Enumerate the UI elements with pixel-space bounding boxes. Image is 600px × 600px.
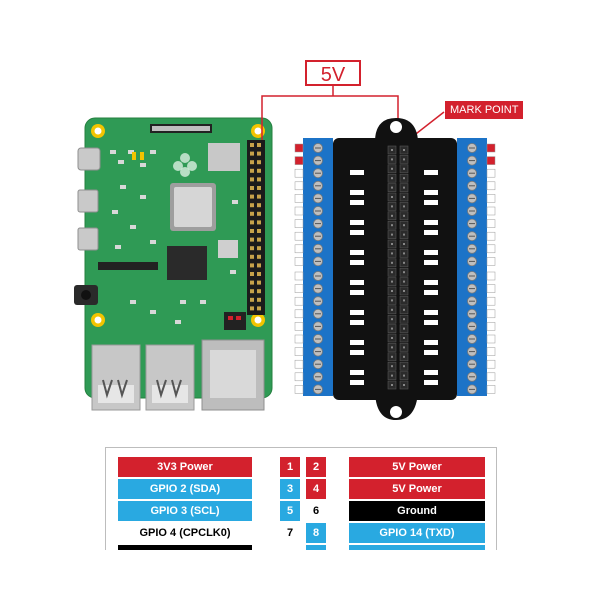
right-terminal-block (457, 138, 496, 396)
pin-name-right: 5V Power (349, 479, 485, 499)
pin-number-left: 5 (280, 501, 300, 521)
wifi-chip (218, 240, 238, 258)
gpio-header (247, 140, 265, 315)
pin-name-left: GPIO 4 (CPCLK0) (118, 523, 252, 543)
pin-number-right: 8 (306, 523, 326, 543)
pin-name-left: GPIO 3 (SCL) (118, 501, 252, 521)
silkscreen-labels (350, 170, 438, 385)
pin-name-left: 3V3 Power (118, 457, 252, 477)
usb-port (91, 344, 141, 411)
pin-number-right: 4 (306, 479, 326, 499)
pin-number-left: 7 (280, 523, 300, 543)
pin-number-right: 6 (306, 501, 326, 521)
pin-number-left: 1 (280, 457, 300, 477)
raspberry-pi-board (74, 117, 273, 411)
ethernet-port (201, 339, 265, 411)
pin-number-right: 10 (306, 545, 326, 550)
pmic-chip (224, 312, 246, 330)
terminal-breakout-board (294, 118, 496, 420)
usb-controller-chip (167, 246, 207, 280)
mounting-hole (390, 121, 402, 133)
pin-name-right: 5V Power (349, 457, 485, 477)
raspberry-logo (173, 153, 197, 177)
ram-chip (208, 143, 240, 171)
pin-name-right: GPIO 14 (TXD) (349, 523, 485, 543)
pin-name-left: GPIO 2 (SDA) (118, 479, 252, 499)
pin-table-row: Ground 9 10 GPIO 15 (RXD) (106, 545, 496, 550)
pin-number-left: 3 (280, 479, 300, 499)
mark-point-label: MARK POINT (445, 101, 524, 119)
power-label: 5V (305, 60, 361, 86)
pin-name-right: Ground (349, 501, 485, 521)
smd-components (110, 150, 238, 324)
pin-number-left: 9 (280, 545, 300, 550)
pin-name-left: Ground (118, 545, 252, 550)
mounting-hole (390, 406, 402, 418)
micro-hdmi-port (77, 189, 99, 213)
camera-connector (98, 262, 158, 270)
female-header (387, 145, 409, 390)
usb-port (145, 344, 195, 411)
pin-number-right: 2 (306, 457, 326, 477)
micro-hdmi-port (77, 227, 99, 251)
usb-c-port (77, 147, 101, 171)
left-terminal-block (294, 138, 333, 396)
pin-name-right: GPIO 15 (RXD) (349, 545, 485, 550)
